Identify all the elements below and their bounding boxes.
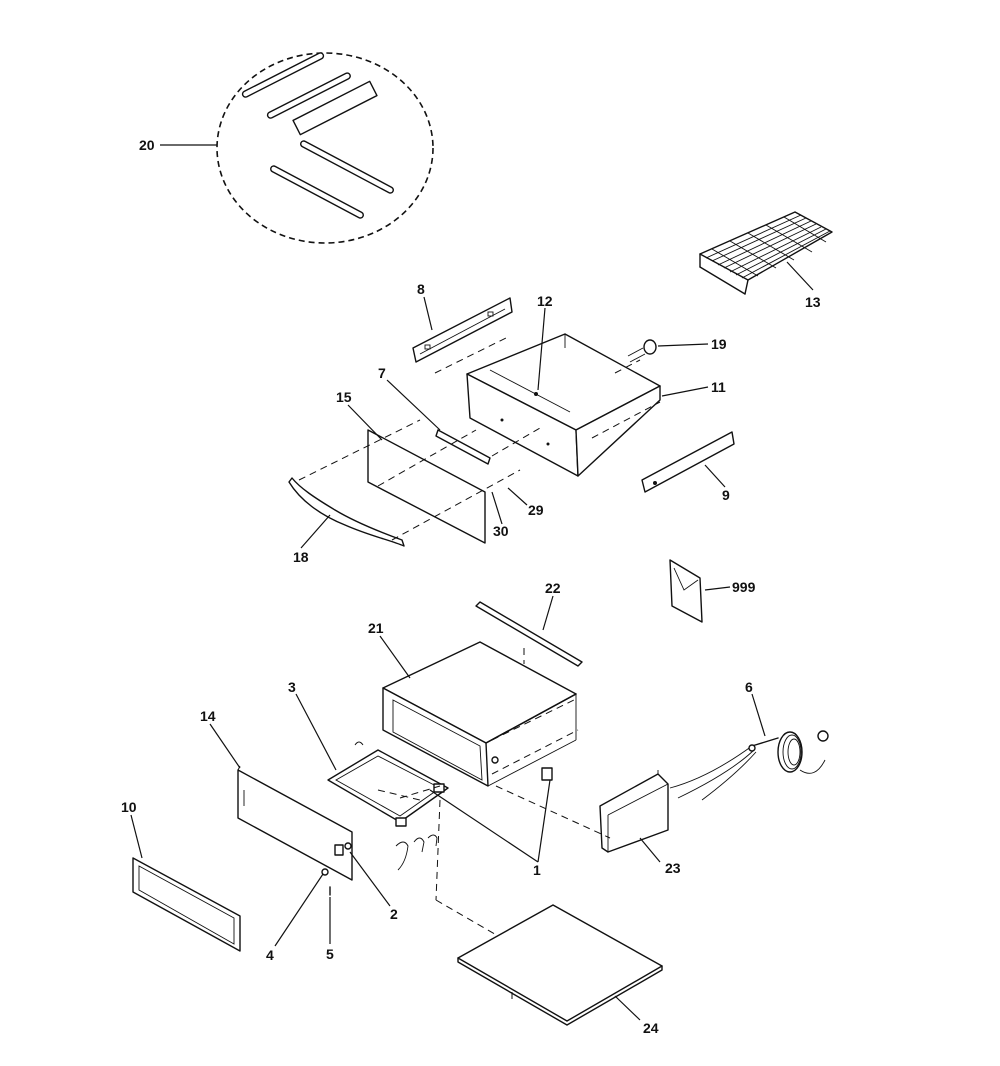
callout-7: 7 [378, 365, 386, 381]
callout-999: 999 [732, 579, 756, 595]
slide-rail-part-8 [412, 297, 513, 363]
bracket-part-7 [435, 429, 491, 465]
callout-14: 14 [200, 708, 216, 724]
callout-2: 2 [390, 906, 398, 922]
callout-23: 23 [665, 860, 681, 876]
leader-lines [130, 144, 814, 1021]
drawer-assembly-guides [298, 335, 661, 541]
wire-shelf-part-13 [699, 211, 833, 295]
callout-9: 9 [722, 487, 730, 503]
drawer-box-part-11 [466, 333, 661, 477]
control-panel-part-14 [237, 765, 353, 881]
thermostat-part-6 [669, 730, 829, 801]
callout-6: 6 [745, 679, 753, 695]
callout-labels: 20 13 8 12 19 7 11 15 9 29 30 18 999 22 … [121, 137, 821, 1036]
slide-rail-part-9 [641, 431, 735, 493]
callout-20: 20 [139, 137, 155, 153]
shelf-part-24 [457, 904, 663, 1026]
wire-hooks [395, 834, 438, 871]
drawer-front-part-15 [367, 429, 486, 544]
callout-10: 10 [121, 799, 137, 815]
callout-21: 21 [368, 620, 384, 636]
callout-30: 30 [493, 523, 509, 539]
callout-24: 24 [643, 1020, 659, 1036]
callout-22: 22 [545, 580, 561, 596]
callout-19: 19 [711, 336, 727, 352]
callout-8: 8 [417, 281, 425, 297]
callout-4: 4 [266, 947, 274, 963]
detail-circle-part-20 [216, 52, 434, 244]
callout-12: 12 [537, 293, 553, 309]
callout-13: 13 [805, 294, 821, 310]
callout-18: 18 [293, 549, 309, 565]
callout-1: 1 [533, 862, 541, 878]
fastener-parts-2-4-5 [321, 842, 352, 896]
crisper-housing-part-21 [382, 641, 577, 787]
front-frame-part-10 [132, 857, 241, 952]
literature-part-999 [669, 559, 703, 623]
callout-11: 11 [711, 379, 726, 395]
rail-part-22 [475, 601, 583, 667]
clip-part-1 [395, 767, 553, 827]
callout-3: 3 [288, 679, 296, 695]
callout-15: 15 [336, 389, 352, 405]
callout-29: 29 [528, 502, 544, 518]
callout-5: 5 [326, 946, 334, 962]
cap-part-19 [627, 339, 657, 363]
control-box-part-23 [599, 770, 669, 853]
